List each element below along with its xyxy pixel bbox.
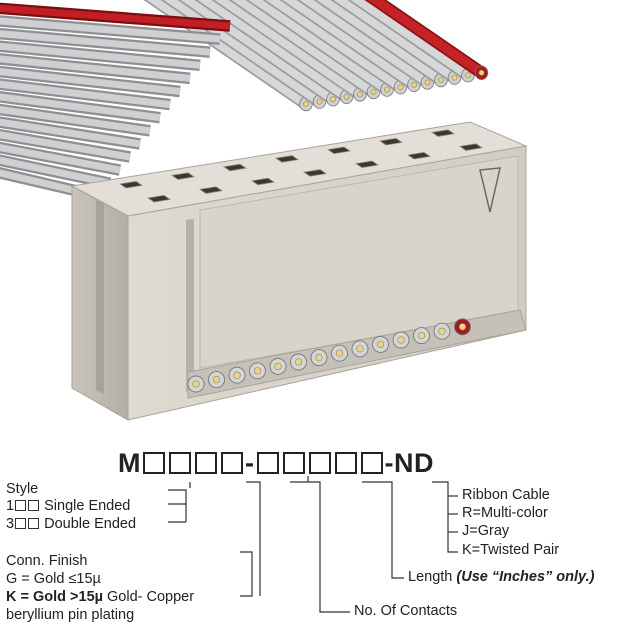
contacts-label: No. Of Contacts bbox=[354, 603, 458, 619]
part-number-suffix: -ND bbox=[384, 448, 434, 478]
leader-lines bbox=[168, 476, 458, 613]
style-code-boxes bbox=[141, 448, 245, 479]
ribbon-cable-upper bbox=[143, 0, 489, 112]
finish-heading: Conn. Finish bbox=[6, 553, 88, 569]
contact-pins bbox=[187, 318, 471, 393]
ribbon-option-gray: J=Gray bbox=[462, 523, 510, 539]
ribbon-heading: Ribbon Cable bbox=[462, 487, 550, 503]
option-code-boxes bbox=[255, 448, 385, 479]
connector-housing bbox=[70, 121, 528, 421]
ribbon-option-twisted: K=Twisted Pair bbox=[462, 542, 560, 558]
finish-option-gold-heavy: K = Gold >15µ Gold- Copper bbox=[6, 589, 195, 605]
finish-option-gold: G = Gold ≤15µ bbox=[6, 571, 101, 587]
style-option-double: 3 Double Ended bbox=[6, 516, 137, 532]
style-heading: Style bbox=[6, 481, 39, 497]
ribbon-option-multicolor: R=Multi-color bbox=[462, 505, 548, 521]
connector-illustration bbox=[0, 0, 528, 421]
style-option-single: 1 Single Ended bbox=[6, 498, 131, 514]
part-number-prefix: M bbox=[118, 448, 141, 478]
part-number: M - -ND bbox=[118, 448, 434, 479]
ribbon-cable-left bbox=[0, 2, 231, 202]
length-label: Length (Use “Inches” only.) bbox=[408, 569, 595, 585]
finish-option-plating: beryllium pin plating bbox=[6, 607, 135, 623]
contact-holes bbox=[118, 129, 484, 203]
part-number-separator: - bbox=[245, 448, 255, 478]
